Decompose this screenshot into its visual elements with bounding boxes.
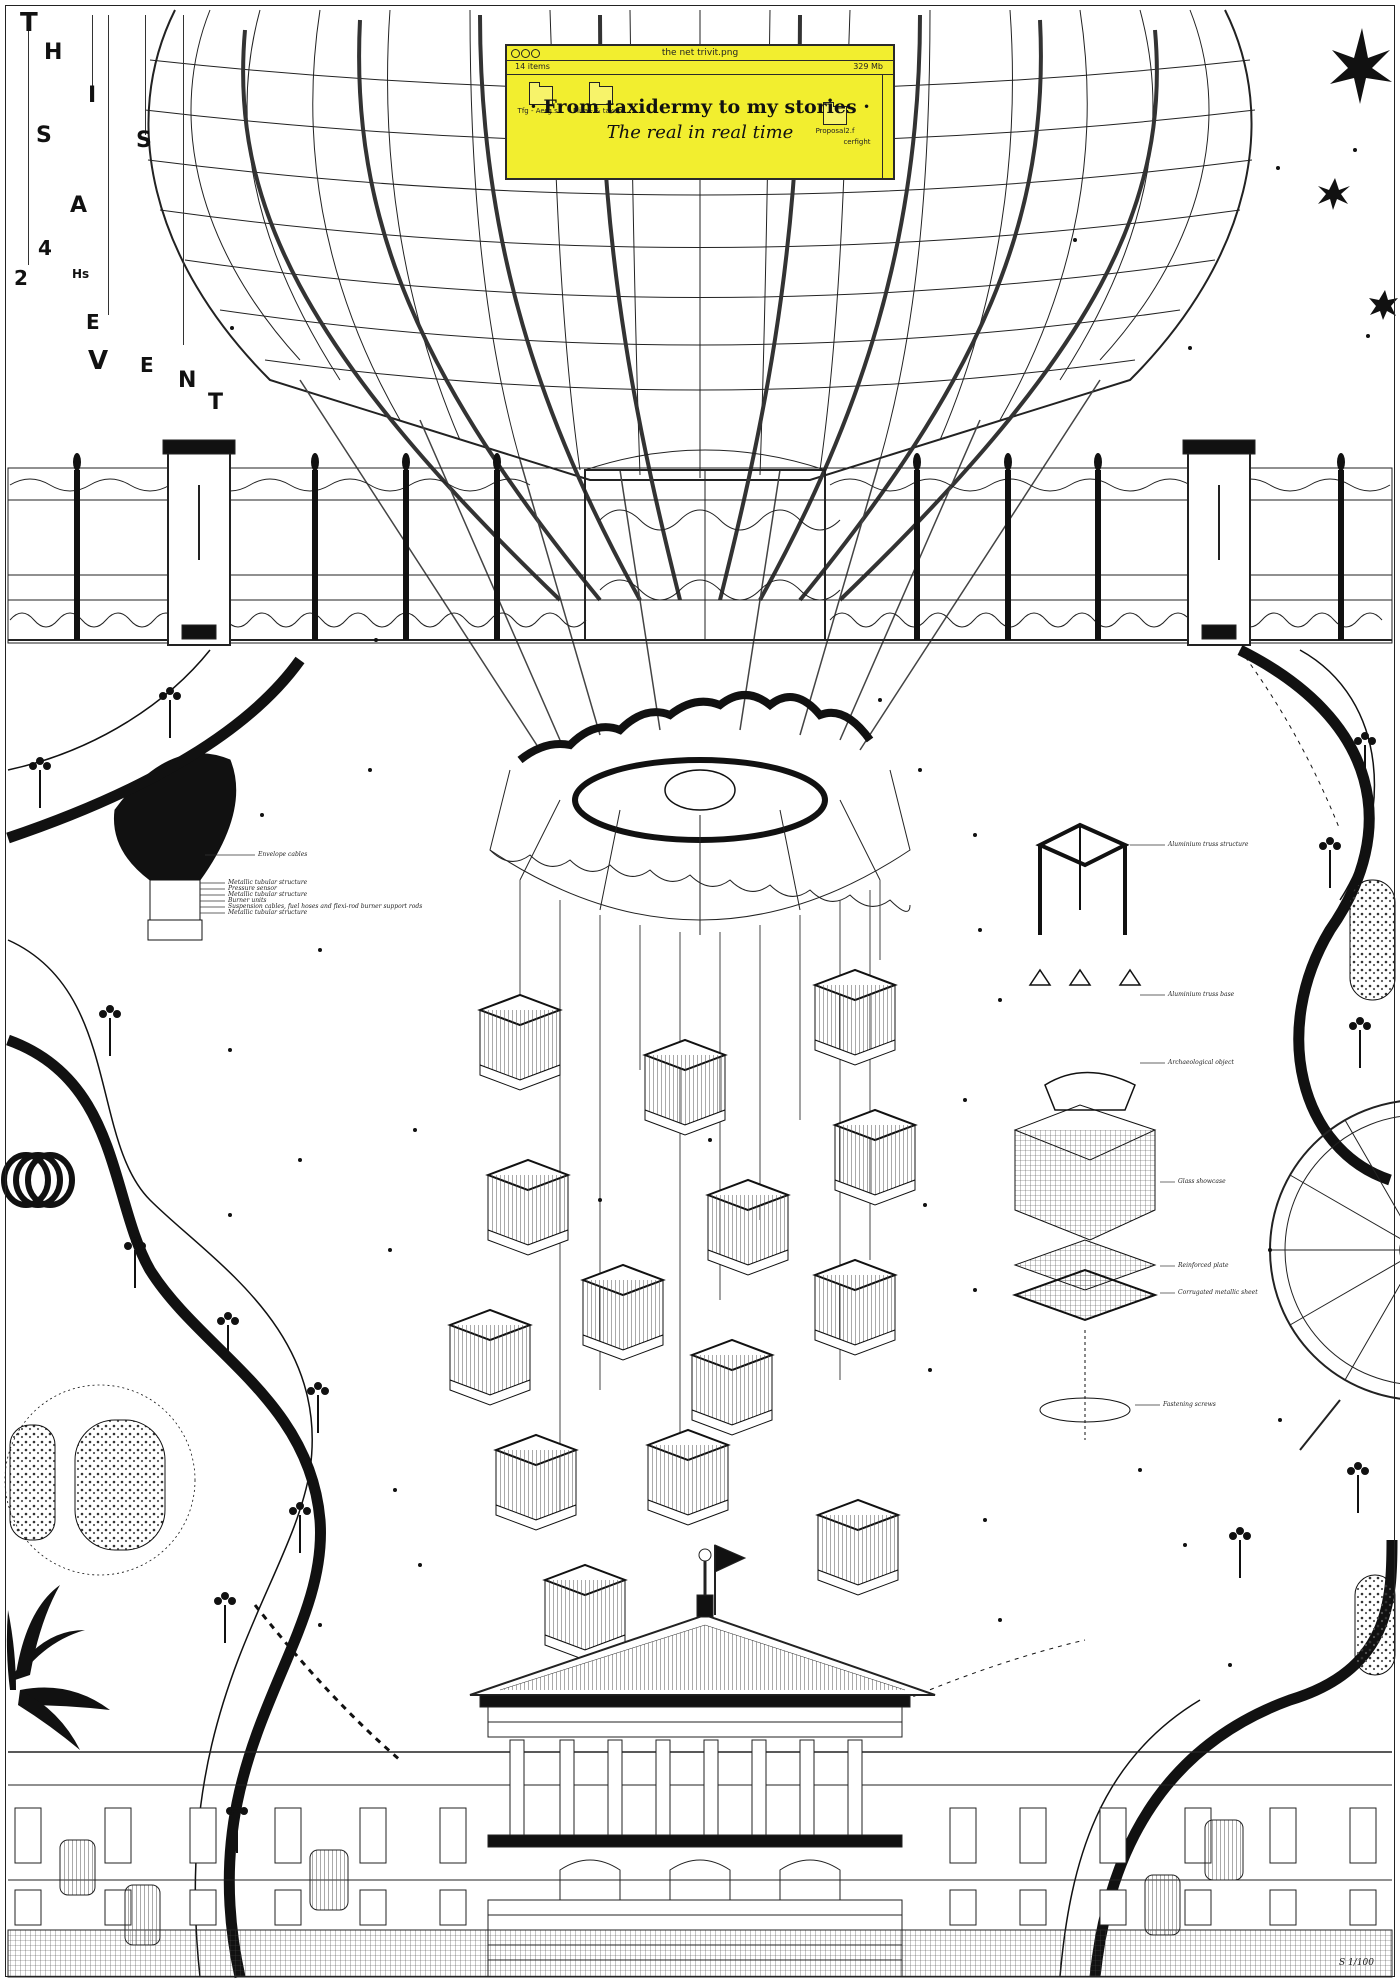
star-burst [1318,28,1398,320]
vertical-letter: S [36,123,52,148]
vertical-letter: A [70,193,88,218]
letter-thread [145,15,146,135]
annotation: Reinforced plate [1178,1262,1229,1269]
annotation: Pressure sensor [228,885,277,892]
vertical-letter: T [20,8,38,38]
annotation: Metallic tubular structure [228,879,308,886]
balloon-leader-lines [200,854,255,914]
annotation: Envelope cables [258,851,308,858]
scattered-dots [228,148,1370,1667]
zoom-icon[interactable] [531,49,540,58]
parasol-canopy [489,769,911,935]
exploded-showcase [1012,822,1158,1440]
fence-spikes [73,453,1345,640]
letter-thread [92,15,93,95]
vertical-letter: V [88,346,109,376]
ring-sculpture [1,1152,75,1208]
poster-subtitle: The real in real time [606,122,794,143]
vertical-letter: Hs [72,267,90,281]
hanging-showcases [447,968,918,1661]
item-count: 14 items [515,62,550,71]
balloon-cables [299,379,1101,751]
pennant-strings [253,649,1341,1762]
scale-label: S 1/100 [1339,1958,1374,1968]
annotation: Suspension cables, fuel hoses and flexi-… [228,903,423,910]
kiosks [59,1819,1244,1946]
vertical-letter: 4 [38,236,52,260]
garden-paths [6,645,1398,1979]
file-item[interactable]: Proposal2.f [805,102,865,135]
letter-thread [108,15,109,315]
vertical-letter: N [178,368,197,393]
hedges [4,879,1396,1676]
annotation: Corrugated metallic sheet [1178,1289,1258,1296]
suspension-strings [519,880,881,1520]
vertical-letter: I [88,83,97,108]
file-label: Proposal2.f [815,127,855,135]
window-title: the net trivit.png [661,48,739,58]
street-lamps [29,687,1376,1853]
vertical-letter: E [86,310,100,334]
letter-thread [183,15,184,345]
annotation: Burner units [228,897,267,904]
gate-pillar-right [1182,439,1256,646]
central-gate [584,449,841,641]
building-facade [7,1544,1393,1978]
gate-pillar-left [162,439,236,646]
annotation: Aluminium truss structure [1168,841,1249,848]
showcase-leader-lines [1130,844,1175,1406]
folder-icon [529,82,553,105]
palm-tree [6,1585,110,1750]
vertical-letter: H [44,40,63,65]
folder-size: 329 Mb [853,62,883,71]
annotation: Metallic tubular structure [228,909,308,916]
annotation: Metallic tubular structure [228,891,308,898]
vertical-letter: S [136,128,152,153]
file-label: Tfg - Aerg.s... [517,107,565,115]
vertical-letter: T [208,390,224,415]
folder-icon [823,102,847,125]
minimize-icon[interactable] [521,49,530,58]
annotation: Fastening screws [1163,1401,1216,1408]
file-label: Mira - & taken... [572,107,630,115]
poster-title: · From taxidermy to my stories · [530,96,870,118]
file-item[interactable]: Tfg - Aerg.s... [511,82,571,115]
window-scrollbar[interactable] [882,74,893,178]
annotation: Archaeological object [1168,1059,1234,1066]
window-titlebar[interactable]: the net trivit.png [507,46,893,61]
file-item[interactable]: Mira - & taken... [571,82,631,115]
vertical-letter: 2 [14,266,28,290]
balloon-burner-ring [517,691,874,843]
file-item[interactable]: cerfight [827,138,887,146]
letter-thread [28,15,29,265]
file-label: cerfight [843,138,871,146]
annotation: Glass showcase [1178,1178,1226,1185]
close-icon[interactable] [511,49,520,58]
folder-window: the net trivit.png 14 items 329 Mb Tfg -… [505,44,895,180]
folder-icon [589,82,613,105]
vertical-letter: E [140,353,154,377]
annotation: Aluminium truss base [1168,991,1235,998]
ferris-wheel [1269,1100,1400,1451]
window-infobar: 14 items 329 Mb [507,60,893,75]
